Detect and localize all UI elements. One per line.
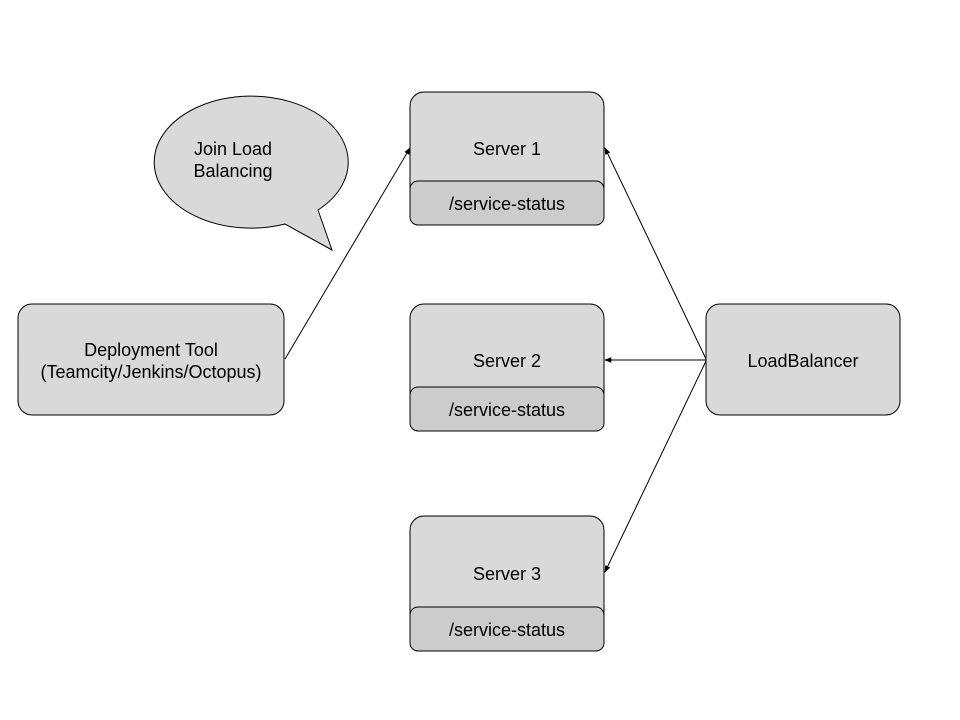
speech-bubble-line2: Balancing <box>193 161 272 181</box>
deployment-tool-sublabel: (Teamcity/Jenkins/Octopus) <box>40 362 261 382</box>
edge-loadbalancer-to-server3 <box>604 360 707 573</box>
server3-endpoint: /service-status <box>449 620 565 640</box>
load-balancer-node: LoadBalancer <box>705 303 901 416</box>
server3-node: Server 3 /service-status <box>409 515 605 652</box>
load-balancer-label: LoadBalancer <box>747 351 858 371</box>
speech-bubble: Join Load Balancing <box>153 95 349 252</box>
deployment-tool-node: Deployment Tool (Teamcity/Jenkins/Octopu… <box>17 303 285 416</box>
server2-node: Server 2 /service-status <box>409 303 605 432</box>
server2-title: Server 2 <box>473 351 541 371</box>
edge-loadbalancer-to-server1 <box>604 147 707 360</box>
server2-endpoint: /service-status <box>449 400 565 420</box>
server1-title: Server 1 <box>473 139 541 159</box>
server3-title: Server 3 <box>473 564 541 584</box>
server1-node: Server 1 /service-status <box>409 91 605 226</box>
speech-bubble-line1: Join Load <box>194 139 272 159</box>
deployment-tool-label: Deployment Tool <box>84 340 218 360</box>
edge-deployment-to-server1 <box>284 147 411 360</box>
server1-endpoint: /service-status <box>449 194 565 214</box>
